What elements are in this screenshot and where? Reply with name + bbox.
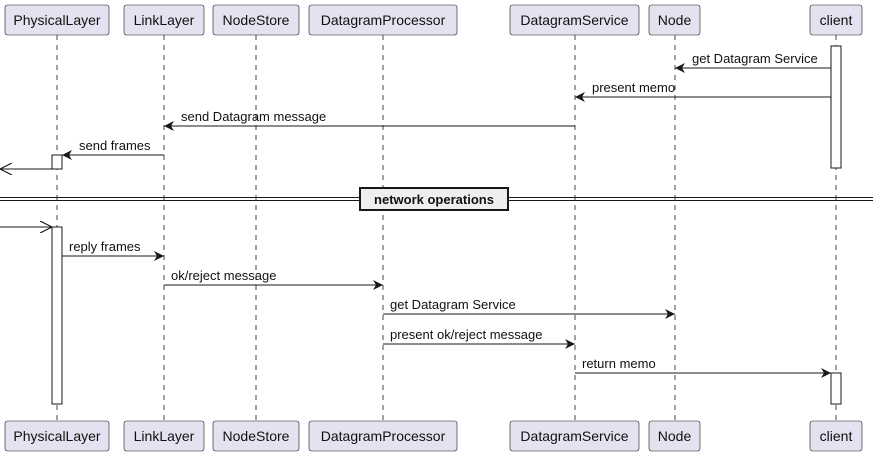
participant-label-node-bottom: Node xyxy=(658,428,692,444)
message-label-3: send Datagram message xyxy=(181,109,326,124)
participant-label-client-bottom: client xyxy=(820,428,853,444)
participant-label-physical-top: PhysicalLayer xyxy=(13,12,100,28)
participant-label-client-top: client xyxy=(820,12,853,28)
participant-label-nodestore-bottom: NodeStore xyxy=(223,428,290,444)
participant-box-link-bottom xyxy=(123,420,205,452)
participant-box-node-top xyxy=(648,4,701,36)
participant-label-link-top: LinkLayer xyxy=(134,12,195,28)
participant-box-client-top xyxy=(809,4,863,36)
participant-box-nodestore-bottom xyxy=(212,420,300,452)
participant-box-dgproc-bottom xyxy=(308,420,458,452)
participant-box-nodestore-top xyxy=(212,4,300,36)
participant-label-dgservice-bottom: DatagramService xyxy=(520,428,628,444)
message-label-7: reply frames xyxy=(69,239,141,254)
activation-bar-physical-1 xyxy=(51,154,63,170)
activation-bar-client-1 xyxy=(830,45,842,169)
divider-label: network operations xyxy=(374,192,494,207)
divider-box xyxy=(359,187,509,211)
activation-bar-physical-2 xyxy=(51,226,63,405)
participant-box-client-bottom xyxy=(809,420,863,452)
message-label-11: return memo xyxy=(582,356,656,371)
participant-box-physical-bottom xyxy=(4,420,110,452)
message-label-1: get Datagram Service xyxy=(692,51,818,66)
participant-label-link-bottom: LinkLayer xyxy=(134,428,195,444)
message-label-2: present memo xyxy=(592,80,675,95)
participant-label-nodestore-top: NodeStore xyxy=(223,12,290,28)
participant-box-physical-top xyxy=(4,4,110,36)
participant-label-dgproc-bottom: DatagramProcessor xyxy=(321,428,446,444)
participant-box-node-bottom xyxy=(648,420,701,452)
participant-box-link-top xyxy=(123,4,205,36)
participant-label-dgservice-top: DatagramService xyxy=(520,12,628,28)
activation-bar-client-2 xyxy=(830,372,842,405)
participant-label-node-top: Node xyxy=(658,12,692,28)
message-label-4: send frames xyxy=(79,138,151,153)
participant-label-physical-bottom: PhysicalLayer xyxy=(13,428,100,444)
participant-box-dgservice-bottom xyxy=(509,420,640,452)
participant-label-dgproc-top: DatagramProcessor xyxy=(321,12,446,28)
message-label-9: get Datagram Service xyxy=(390,297,516,312)
message-label-10: present ok/reject message xyxy=(390,327,542,342)
participant-box-dgservice-top xyxy=(509,4,640,36)
participant-box-dgproc-top xyxy=(308,4,458,36)
message-label-8: ok/reject message xyxy=(171,268,277,283)
